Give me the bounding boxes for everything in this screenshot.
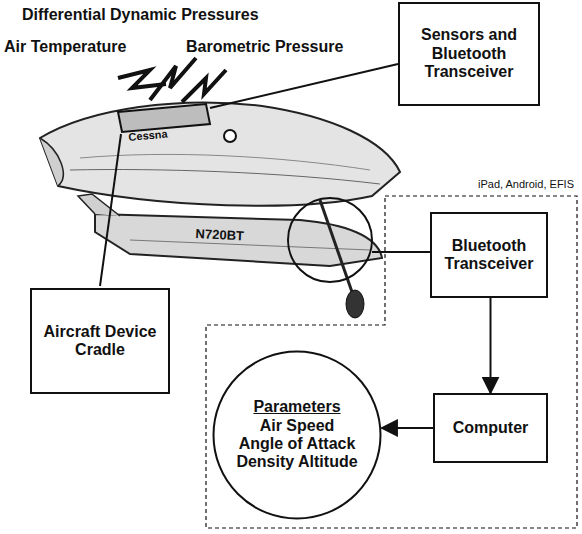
box-label: Computer [453,419,529,437]
leader-line [210,64,398,108]
process-box: Sensors and Bluetooth Transceiver [398,2,540,106]
wheel [346,290,364,318]
sensor-label: Differential Dynamic Pressures [22,6,259,24]
detail-circle [288,198,372,282]
region-outline: Bluetooth TransceiverComputerParametersA… [205,195,578,529]
parameter-circle: ParametersAir SpeedAngle of AttackDensit… [212,350,382,520]
sensor-label: Air Temperature [4,38,126,56]
circle-border [214,352,381,519]
signal-bolt [182,70,226,102]
parameter-item: Density Altitude [236,453,357,471]
leader-line [372,251,430,253]
registration-text: N720BT [195,226,244,244]
box-label: Sensors and Bluetooth Transceiver [406,26,532,81]
wing [40,103,400,206]
region-heading: iPad, Android, EFIS [478,178,574,191]
leader-line [100,134,121,286]
process-box: Aircraft Device Cradle [30,288,170,394]
parameter-item: Air Speed [260,417,335,435]
flow-arrow [382,427,433,429]
wing-shading [80,154,370,170]
sensor-label: Barometric Pressure [186,38,343,56]
box-label: Aircraft Device Cradle [38,323,162,360]
parameters-heading: Parameters [253,398,340,416]
brand-text: Cessna [128,128,168,143]
tail [78,194,120,216]
process-box: Computer [433,393,548,463]
wing-tip [40,138,63,186]
pitot-port [224,130,236,142]
process-box: Bluetooth Transceiver [430,212,548,298]
parameter-item: Angle of Attack [239,435,356,453]
flow-arrow [490,298,492,393]
dashed-boundary [206,196,577,528]
box-label: Bluetooth Transceiver [438,237,540,274]
